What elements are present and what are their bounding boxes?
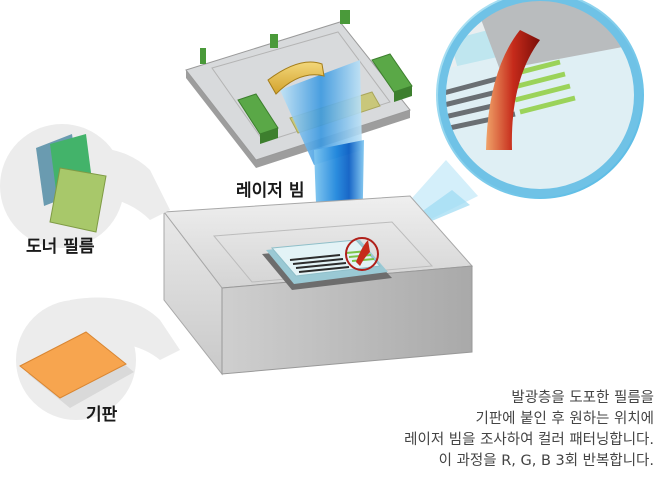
caption-line: 이 과정을 R, G, B 3회 반복합니다. [438, 453, 654, 469]
caption-line: 발광층을 도포한 필름을 [511, 390, 654, 406]
caption-line: 레이저 빔을 조사하여 컬러 패터닝합니다. [404, 432, 654, 448]
green-clip-left [200, 48, 206, 64]
focus-circle [345, 237, 379, 271]
substrate-label: 기판 [86, 405, 118, 425]
green-clip-top [340, 10, 350, 24]
substrate-plate [19, 331, 127, 399]
optics-plate-edge [186, 70, 410, 168]
focusing-lens [267, 61, 325, 95]
donor-film-label: 도너 필름 [26, 237, 95, 257]
beam-cone [280, 60, 362, 165]
peeled-film-large [486, 30, 540, 150]
donor-film-olive [49, 167, 107, 233]
machine-top-inset [213, 221, 434, 283]
machine-side [221, 265, 473, 375]
caption-line: 기판에 붙인 후 원하는 위치에 [475, 411, 654, 427]
magnifier-border [438, 0, 642, 197]
caption: 발광층을 도포한 필름을 기판에 붙인 후 원하는 위치에 레이저 빔을 조사하… [234, 388, 654, 472]
laser-beam-label: 레이저 빔 [236, 181, 305, 201]
green-clip-mid [270, 34, 278, 48]
peeled-film-small [356, 240, 370, 266]
pattern-stripes [289, 254, 350, 273]
green-block-left-side [260, 128, 278, 144]
optics-plate-inner [211, 31, 391, 143]
green-block-right-side [394, 86, 412, 102]
